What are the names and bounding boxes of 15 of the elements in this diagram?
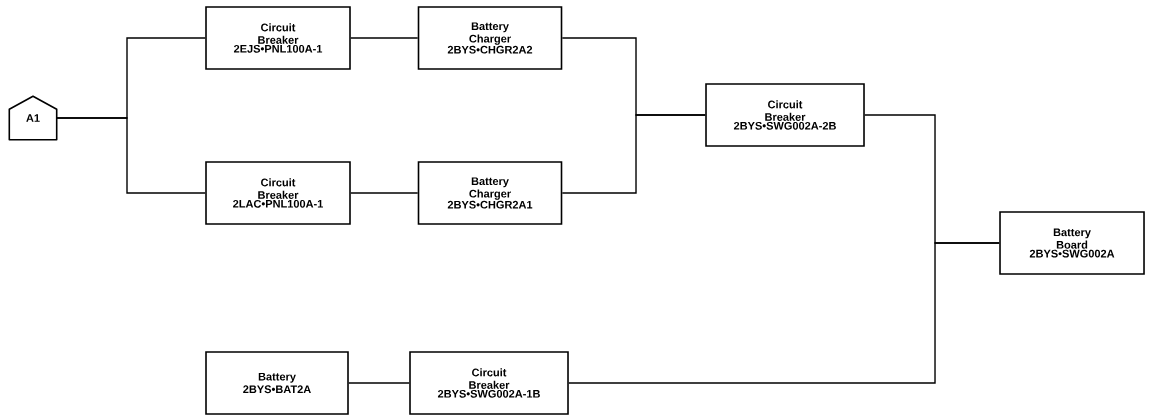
connector-line <box>350 37 419 39</box>
connector-line <box>56 117 206 194</box>
connector-line <box>350 192 419 194</box>
component-box: Battery Charger 2BYS•CHGR2A2 <box>417 6 563 70</box>
component-box: Battery Board 2BYS•SWG002A <box>999 211 1145 275</box>
component-box: Circuit Breaker 2BYS•SWG002A-2B <box>705 83 865 147</box>
connector-line <box>568 242 1000 384</box>
component-box: Battery 2BYS•BAT2A <box>205 351 349 415</box>
component-box: Circuit Breaker 2BYS•SWG002A-1B <box>409 351 569 415</box>
pentagon-node: A1 <box>8 95 58 141</box>
component-box: Circuit Breaker 2EJS•PNL100A-1 <box>205 6 351 70</box>
connector-line <box>561 114 706 194</box>
component-box: Circuit Breaker 2LAC•PNL100A-1 <box>205 161 351 225</box>
connector-line <box>348 382 410 384</box>
component-box: Battery Charger 2BYS•CHGR2A1 <box>417 161 563 225</box>
